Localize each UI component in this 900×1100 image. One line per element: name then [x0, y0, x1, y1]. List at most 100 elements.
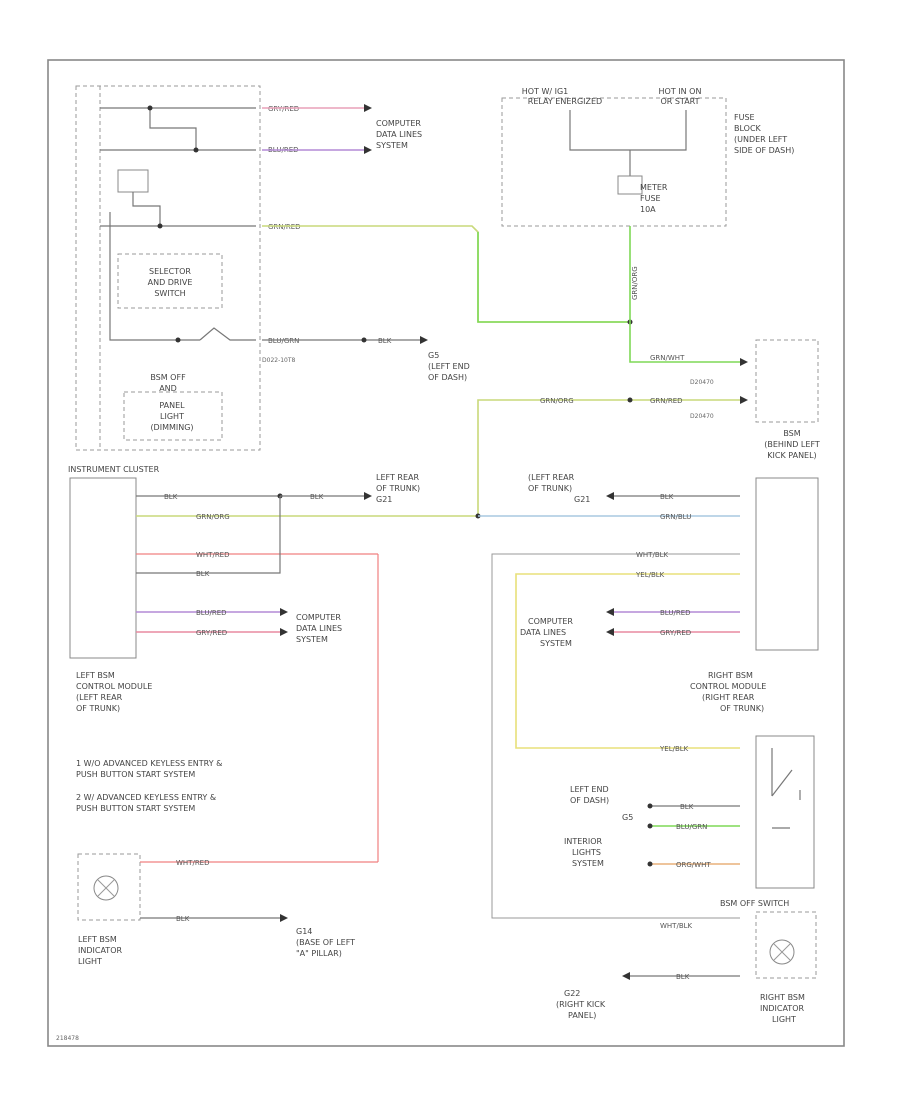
hot-relay-label-2: RELAY ENERGIZED [528, 97, 602, 106]
computer-data-top-2: DATA LINES [376, 130, 422, 139]
wire-label-grn-blu: GRN/BLU [660, 513, 691, 521]
bsm-behind-1: BSM [783, 429, 800, 438]
interior-lights-3: SYSTEM [572, 859, 604, 868]
bsm-off-switch-box [755, 735, 815, 889]
left-indicator-1: LEFT BSM [78, 935, 117, 944]
left-end-dash-1: LEFT END [570, 785, 609, 794]
switch-component [117, 169, 149, 193]
wire-label-wht-red-ind: WHT/RED [176, 859, 210, 867]
left-module-label-2: CONTROL MODULE [76, 682, 152, 691]
wire-label-blk-left-1: BLK [164, 493, 178, 501]
wire-label-blk-left-2: BLK [310, 493, 324, 501]
hot-run-label-1: HOT IN ON [659, 87, 702, 96]
g14-label-3: "A" PILLAR) [296, 949, 342, 958]
wire-label-blk-g5: BLK [378, 337, 392, 345]
selector-label-2: AND DRIVE [148, 278, 193, 287]
wire-label-wht-red-left: WHT/RED [196, 551, 230, 559]
wire-label-blk-left-3: BLK [196, 570, 210, 578]
g22-label-2: (RIGHT KICK [556, 1000, 606, 1009]
panel-light-label-2: LIGHT [160, 412, 184, 421]
wire-label-gry-red-left: GRY/RED [196, 629, 227, 637]
computer-data-mid-3: SYSTEM [296, 635, 328, 644]
fuse-block-label-2: BLOCK [734, 124, 762, 133]
right-module-label-1: RIGHT BSM [708, 671, 753, 680]
left-indicator-box [77, 853, 141, 921]
right-module-label-2: CONTROL MODULE [690, 682, 766, 691]
note1-line2: PUSH BUTTON START SYSTEM [76, 770, 195, 779]
bsm-off-label-1: BSM OFF [150, 373, 186, 382]
connector-d3: D20470 [690, 413, 714, 420]
meter-fuse-2: FUSE [640, 194, 661, 203]
wire-label-yel-blk-right: YEL/BLK [635, 571, 665, 579]
wire-label-grn-red-bsm: GRN/RED [650, 397, 683, 405]
computer-data-top-3: SYSTEM [376, 141, 408, 150]
fuse-block-label-1: FUSE [734, 113, 755, 122]
right-indicator-1: RIGHT BSM [760, 993, 805, 1002]
wire-label-blk-switch: BLK [680, 803, 694, 811]
selector-label-3: SWITCH [154, 289, 185, 298]
wire-label-grn-org-left: GRN/ORG [196, 513, 230, 521]
wire-label-blu-red-right: BLU/RED [660, 609, 691, 617]
wire-label-blu-grn-switch: BLU/GRN [676, 823, 707, 831]
wire-label-org-wht-switch: ORG/WHT [676, 861, 711, 869]
instrument-cluster-label: INSTRUMENT CLUSTER [68, 465, 160, 474]
g14-label-2: (BASE OF LEFT [296, 938, 355, 947]
connector-d022: D022-10T8 [262, 357, 296, 364]
wire-label-yel-blk-switch: YEL/BLK [659, 745, 689, 753]
diagram-frame [47, 59, 845, 1047]
wire-label-wht-blk-ind: WHT/BLK [660, 922, 693, 930]
g302-label-3: OF DASH) [428, 373, 467, 382]
wire-label-grn-wht: GRN/WHT [650, 354, 685, 362]
g22-label-3: PANEL) [568, 1011, 596, 1020]
note2-line2: PUSH BUTTON START SYSTEM [76, 804, 195, 813]
bsm-connector-box [755, 339, 819, 423]
left-rear-trunk-b-2: OF TRUNK) [528, 484, 572, 493]
right-indicator-box [755, 911, 817, 979]
right-module-label-3: (RIGHT REAR [702, 693, 755, 702]
left-rear-trunk-a-2: OF TRUNK) [376, 484, 420, 493]
bsm-special-label: BSM OFF SWITCH [720, 899, 789, 908]
panel-light-label-3: (DIMMING) [150, 423, 193, 432]
fuse-block-box [501, 97, 727, 227]
wire-label-blu-grn-1: BLU/GRN [268, 337, 299, 345]
left-rear-trunk-b-3: G21 [574, 495, 590, 504]
wire-label-gry-red-right: GRY/RED [660, 629, 691, 637]
hot-run-label-2: OR START [660, 97, 699, 106]
computer-data-right-2: DATA LINES [520, 628, 566, 637]
right-indicator-2: INDICATOR [760, 1004, 804, 1013]
bsm-behind-3: KICK PANEL) [767, 451, 816, 460]
interior-lights-2: LIGHTS [572, 848, 601, 857]
left-module-label-1: LEFT BSM [76, 671, 115, 680]
wire-label-blu-red-left: BLU/RED [196, 609, 227, 617]
selector-label-1: SELECTOR [149, 267, 191, 276]
panel-light-box [123, 391, 223, 441]
right-module-label-4: OF TRUNK) [720, 704, 764, 713]
note2-line1: 2 W/ ADVANCED KEYLESS ENTRY & [76, 793, 216, 802]
g22-label-1: G22 [564, 989, 580, 998]
left-rear-trunk-a-3: G21 [376, 495, 392, 504]
left-module-label-3: (LEFT REAR [76, 693, 123, 702]
panel-light-label-1: PANEL [159, 401, 185, 410]
computer-data-right-1: COMPUTER [528, 617, 573, 626]
left-module-label-4: OF TRUNK) [76, 704, 120, 713]
left-end-dash-2: OF DASH) [570, 796, 609, 805]
computer-data-right-3: SYSTEM [540, 639, 572, 648]
hot-relay-label-1: HOT W/ IG1 [522, 87, 569, 96]
wire-label-grn-org-vert: GRN/ORG [631, 266, 639, 300]
left-indicator-2: INDICATOR [78, 946, 122, 955]
left-rear-trunk-b-1: (LEFT REAR [528, 473, 575, 482]
g14-label-1: G14 [296, 927, 312, 936]
meter-fuse-1: METER [640, 183, 668, 192]
wire-label-grn-red-top: GRN/RED [268, 223, 301, 231]
computer-data-mid-1: COMPUTER [296, 613, 341, 622]
bsm-behind-2: (BEHIND LEFT [764, 440, 820, 449]
selector-switch-box [117, 253, 223, 309]
left-indicator-3: LIGHT [78, 957, 102, 966]
right-bsm-module [755, 477, 819, 651]
footer-code: 218478 [56, 1035, 79, 1042]
fuse-block-label-3: (UNDER LEFT [734, 135, 787, 144]
wire-label-blk-ind-right: BLK [676, 973, 690, 981]
meter-fuse-3: 10A [640, 205, 656, 214]
left-rear-trunk-a-1: LEFT REAR [376, 473, 419, 482]
